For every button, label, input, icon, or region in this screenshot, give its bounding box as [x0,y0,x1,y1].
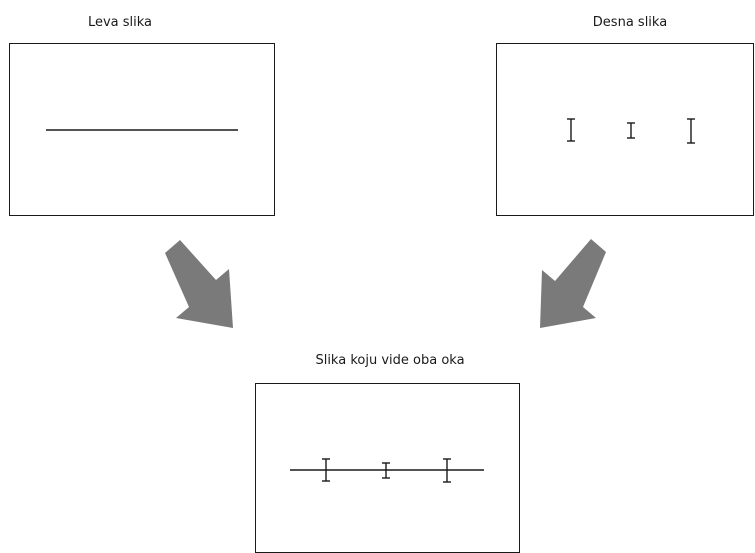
right-image-frame [496,43,754,216]
left-image-frame [9,43,275,216]
combined-image-label: Slika koju vide oba oka [315,353,465,368]
combined-image-frame [255,383,520,553]
right-arrow-icon [540,239,606,328]
left-image-label: Leva slika [87,15,153,30]
right-image-label: Desna slika [592,15,668,30]
left-arrow-icon [165,240,233,328]
